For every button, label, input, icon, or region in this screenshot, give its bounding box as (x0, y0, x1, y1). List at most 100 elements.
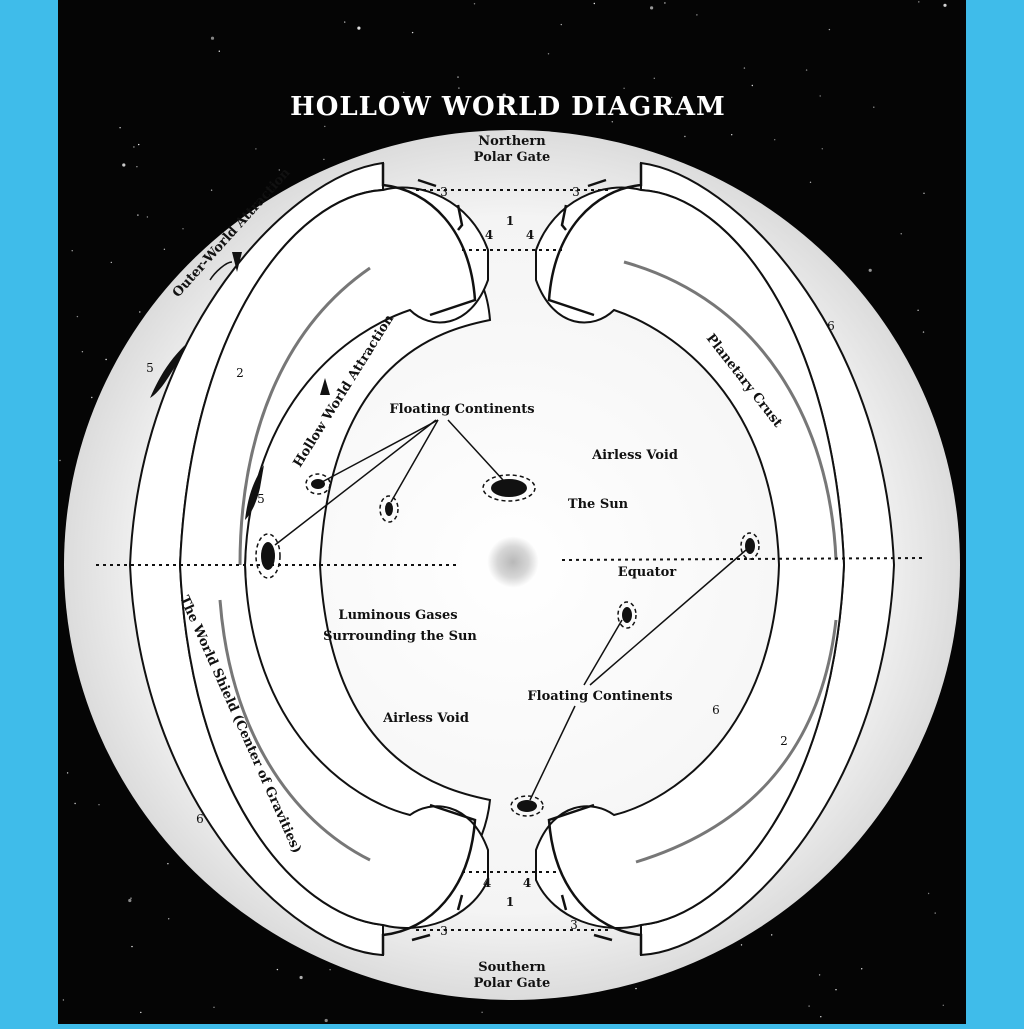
star (76, 315, 79, 318)
star (110, 261, 113, 264)
star (835, 989, 837, 991)
dark-patch-inner (245, 465, 264, 520)
number-6-right-top: 6 (827, 319, 835, 333)
star (403, 91, 405, 94)
world-shield-arc-left-bottom (218, 599, 371, 862)
star (922, 331, 925, 333)
star (923, 192, 925, 194)
southern-gate-label-2: Polar Gate (474, 976, 551, 991)
number-6-left: 6 (196, 812, 204, 826)
world-shield-arc-left-top (238, 266, 371, 566)
star (560, 23, 562, 26)
airless-void-label-bottom: Airless Void (382, 711, 469, 726)
starfield (59, 1, 947, 1023)
star (473, 3, 476, 5)
star (593, 2, 595, 5)
star (671, 96, 673, 99)
star (821, 148, 823, 150)
star (740, 944, 743, 946)
star (59, 459, 61, 462)
star (828, 28, 831, 31)
luminous-gases-label-2: Surrounding the Sun (323, 629, 477, 644)
star (900, 233, 902, 235)
star (133, 146, 135, 148)
star (623, 87, 625, 90)
northern-gate-label-2: Polar Gate (474, 150, 551, 165)
star (684, 135, 686, 138)
equator-line-right (561, 557, 925, 561)
star (98, 804, 100, 806)
star (182, 228, 184, 230)
star (167, 863, 169, 865)
gate-brackets (381, 163, 643, 955)
star (774, 139, 776, 141)
right-crust-body (535, 186, 846, 929)
star (731, 134, 733, 136)
star (329, 969, 331, 971)
right-frame (966, 0, 1024, 1024)
star (934, 912, 936, 914)
star (820, 1016, 822, 1018)
world-shield-arc-right-bottom (635, 619, 838, 864)
star (122, 163, 126, 167)
star (743, 67, 746, 69)
star (918, 1, 920, 3)
star (818, 974, 821, 976)
continent-icon (517, 800, 537, 812)
number-1-north: 1 (506, 214, 514, 228)
star (344, 21, 346, 23)
star (927, 892, 930, 895)
star (210, 36, 215, 40)
star (411, 31, 414, 34)
number-3-south-left: 3 (440, 924, 448, 938)
star (131, 945, 133, 948)
star (74, 802, 76, 805)
continent-icon (261, 542, 275, 570)
star (324, 125, 326, 128)
star (366, 106, 368, 108)
star (547, 53, 550, 55)
continent-icon (491, 479, 527, 497)
gate-dotted-lines (416, 189, 608, 931)
airless-void-label-top: Airless Void (591, 448, 678, 463)
number-5-outer: 5 (146, 361, 154, 375)
star (917, 309, 919, 311)
arrow-up-icon (320, 378, 330, 395)
star (751, 84, 753, 87)
equator-label: Equator (618, 565, 677, 580)
arrow-down-icon (232, 252, 242, 272)
number-3-north-right: 3 (572, 185, 580, 199)
star (771, 934, 773, 936)
continent-icon (745, 538, 755, 554)
star (808, 1005, 810, 1007)
northern-gate-label-1: Northern (478, 134, 546, 149)
number-4-south-left: 4 (483, 876, 491, 890)
star (942, 1004, 944, 1006)
dark-patch-outer (150, 345, 185, 398)
number-4-south-right: 4 (523, 876, 531, 890)
star (664, 2, 666, 4)
star (168, 918, 170, 920)
star (91, 396, 93, 399)
floating-continents (255, 473, 760, 817)
star (299, 975, 303, 980)
star (357, 26, 361, 30)
number-3-north-left: 3 (440, 185, 448, 199)
star (653, 77, 655, 80)
star (696, 14, 698, 16)
number-5-inner: 5 (257, 492, 265, 506)
luminous-gases-label-1: Luminous Gases (338, 608, 457, 623)
star (62, 999, 65, 1001)
star (873, 106, 875, 108)
left-frame (0, 0, 58, 1024)
star (805, 69, 808, 71)
star (139, 311, 141, 313)
star (324, 1018, 328, 1023)
star (861, 968, 863, 970)
number-2-left: 2 (236, 366, 244, 380)
star (213, 1006, 215, 1008)
star (635, 987, 637, 990)
world-shield-arc-right-top (623, 260, 838, 561)
star (119, 127, 121, 129)
